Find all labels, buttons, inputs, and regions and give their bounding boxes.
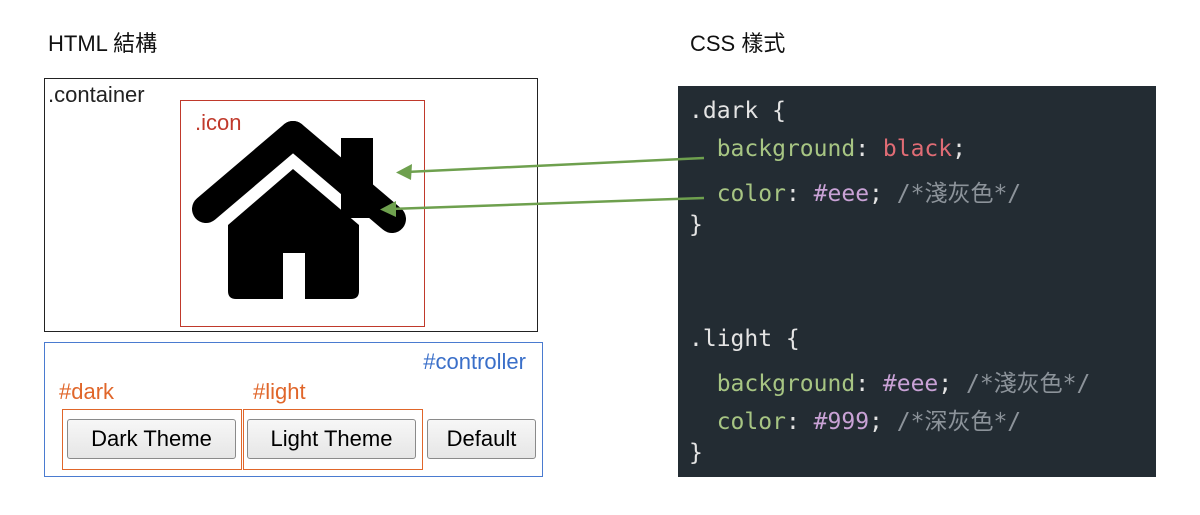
css-code-panel: .dark { background: black; color: #eee; … xyxy=(678,86,1156,477)
light-button-wrapper: Light Theme xyxy=(243,409,423,470)
code-line-dark-open: .dark { xyxy=(689,98,786,124)
container-box: .container xyxy=(44,78,538,332)
code-line-dark-background: background: black; xyxy=(716,136,966,162)
light-color-property: color xyxy=(716,409,786,435)
icon-label: .icon xyxy=(195,110,242,135)
controller-box: #controller #dark #light Dark Theme Ligh… xyxy=(44,342,543,477)
light-background-property: background xyxy=(716,371,856,397)
dark-color-value: #eee xyxy=(813,181,870,207)
code-line-dark-close: } xyxy=(689,212,703,238)
dark-theme-button[interactable]: Dark Theme xyxy=(67,419,236,459)
html-structure-heading: HTML 結構 xyxy=(48,31,158,56)
code-line-light-open: .light { xyxy=(689,326,800,352)
dark-background-property: background xyxy=(716,136,856,162)
code-line-light-close: } xyxy=(689,440,703,466)
light-id-label: #light xyxy=(253,379,306,404)
light-color-value: #999 xyxy=(813,409,870,435)
css-style-heading: CSS 樣式 xyxy=(690,31,786,56)
dark-selector: .dark { xyxy=(689,98,786,124)
code-line-dark-color: color: #eee; /*淺灰色*/ xyxy=(716,181,1022,207)
dark-button-wrapper: Dark Theme xyxy=(62,409,242,470)
dark-close-brace: } xyxy=(689,212,703,238)
light-close-brace: } xyxy=(689,440,703,466)
container-label: .container xyxy=(48,82,145,107)
light-background-value: #eee xyxy=(882,371,939,397)
light-background-comment: /*淺灰色*/ xyxy=(965,371,1091,397)
icon-box: .icon xyxy=(180,100,425,327)
default-theme-button[interactable]: Default xyxy=(427,419,536,459)
dark-color-property: color xyxy=(716,181,786,207)
code-line-light-background: background: #eee; /*淺灰色*/ xyxy=(716,371,1091,397)
dark-background-value: black xyxy=(882,136,953,162)
light-theme-button[interactable]: Light Theme xyxy=(247,419,416,459)
house-icon xyxy=(192,121,406,299)
dark-color-comment: /*淺灰色*/ xyxy=(896,181,1022,207)
light-color-comment: /*深灰色*/ xyxy=(896,409,1022,435)
code-line-light-color: color: #999; /*深灰色*/ xyxy=(716,409,1022,435)
light-selector: .light { xyxy=(689,326,800,352)
dark-id-label: #dark xyxy=(59,379,115,404)
controller-label: #controller xyxy=(423,349,526,374)
